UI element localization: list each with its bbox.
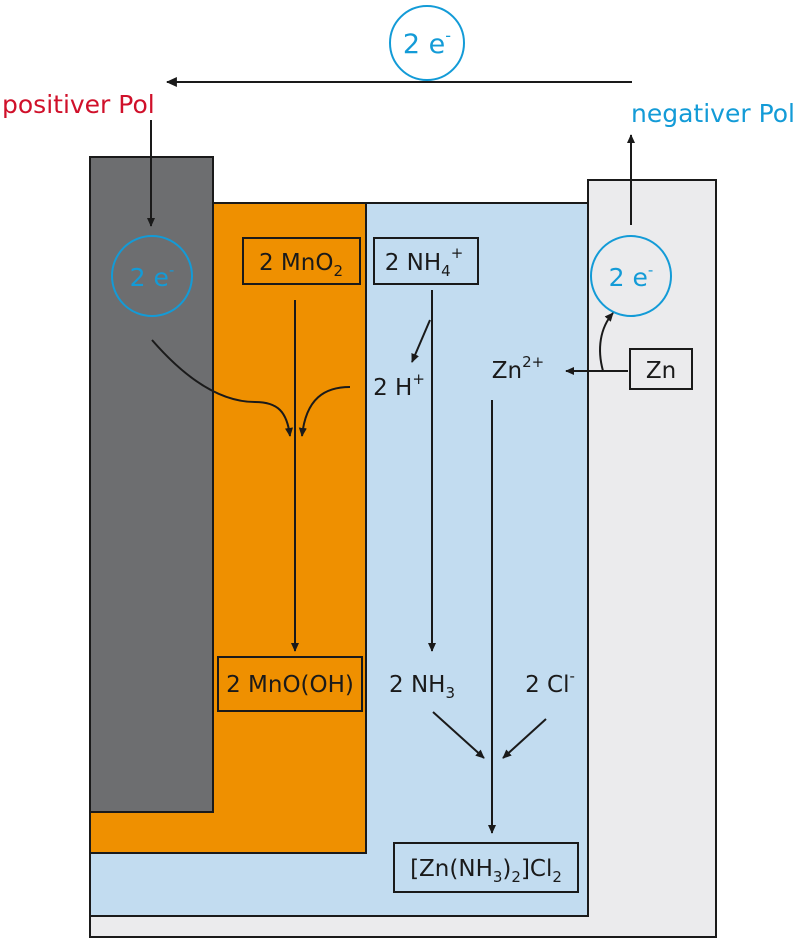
complex-label: [Zn(NH3)2]Cl2 xyxy=(410,856,562,886)
electron-to-mno2-arrow xyxy=(151,339,294,437)
positive-pole-label: positiver Pol xyxy=(2,90,155,119)
cathode-electron-circle xyxy=(111,235,193,317)
h-plus-label: 2 H+ xyxy=(373,370,425,401)
proton-to-mno2-arrow xyxy=(298,386,351,437)
mno2-label: 2 MnO2 xyxy=(259,250,343,280)
chloride-label: 2 Cl- xyxy=(525,667,575,698)
nh4-to-proton-arrow xyxy=(411,319,431,363)
nh4-box xyxy=(373,237,479,285)
anode-electron-label: 2 e- xyxy=(609,261,654,292)
anode-electron-circle xyxy=(590,235,672,317)
zinc-label: Zn xyxy=(646,358,676,384)
nh3-label: 2 NH3 xyxy=(389,672,455,702)
chloride-to-complex-arrow xyxy=(502,718,547,759)
external-electron-circle xyxy=(389,5,465,81)
external-electron-label: 2 e- xyxy=(403,26,451,60)
nh3-to-complex-arrow xyxy=(432,711,485,759)
zinc-electron-release-arrow xyxy=(599,312,614,372)
zinc-box xyxy=(629,348,693,390)
nh4-label: 2 NH4+ xyxy=(385,244,464,280)
mnooh-box xyxy=(217,656,363,712)
complex-box xyxy=(393,842,579,893)
mno2-box xyxy=(242,237,361,285)
carbon-rod xyxy=(89,156,214,813)
negative-pole-label: negativer Pol xyxy=(631,99,795,128)
mnooh-label: 2 MnO(OH) xyxy=(226,672,354,698)
cathode-electron-label: 2 e- xyxy=(130,261,175,292)
zinc-ion-label: Zn2+ xyxy=(492,353,544,384)
